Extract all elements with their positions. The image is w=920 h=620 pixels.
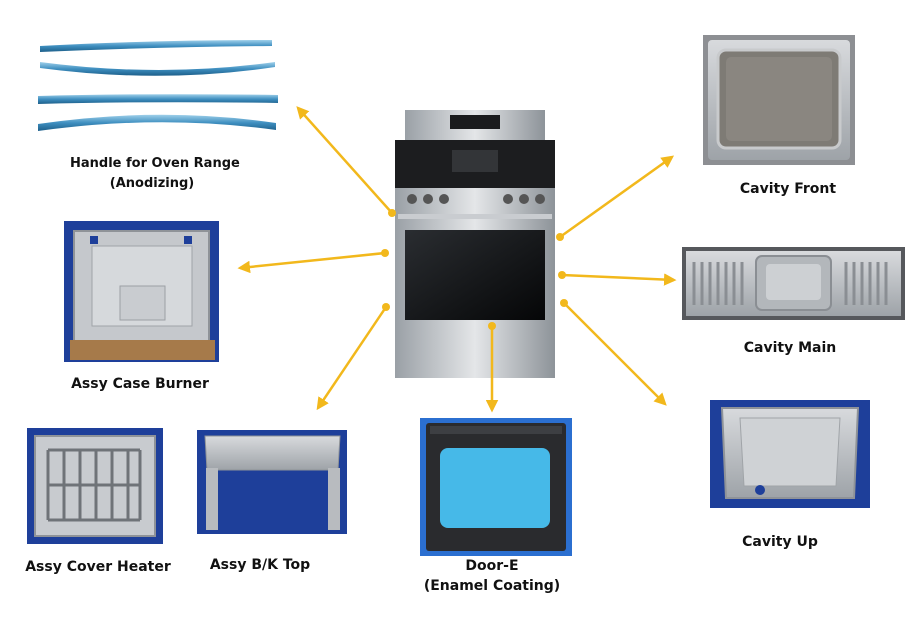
cavity-front-part-image: [703, 35, 855, 165]
door-e-label-line1: Door-E: [465, 558, 519, 574]
arrow-to-handle: [296, 106, 393, 214]
cavity-main-part-image: [682, 247, 905, 320]
assy-cover-heater-label-line1: Assy Cover Heater: [25, 559, 171, 575]
connector-arrows: [237, 106, 677, 413]
gas-oven-range-image: [395, 110, 555, 378]
arrow-to-assy-bk-top: [316, 306, 388, 411]
cavity-up-label: Cavity Up: [730, 532, 830, 552]
door-e-label: Door-E (Enamel Coating): [412, 556, 572, 596]
arrow-to-cavity-front: [559, 155, 675, 239]
assy-case-burner-part-image: [64, 221, 219, 362]
assy-case-burner-label: Assy Case Burner: [60, 374, 220, 394]
arrow-to-cavity-main: [561, 273, 677, 286]
handle-label-line2: (Anodizing): [109, 176, 195, 191]
assy-bk-top-label: Assy B/K Top: [200, 555, 320, 575]
handle-label-line1: Handle for Oven Range: [70, 156, 240, 171]
handle-label: Handle for Oven Range (Anodizing): [70, 154, 240, 194]
assy-cover-heater-part-image: [27, 428, 163, 544]
arrow-origin-dots: [381, 209, 568, 330]
assy-bk-top-label-line1: Assy B/K Top: [209, 557, 311, 573]
cavity-front-label: Cavity Front: [728, 179, 848, 199]
cavity-main-label: Cavity Main: [730, 338, 850, 358]
cavity-up-part-image: [710, 400, 870, 508]
door-e-label-line2: (Enamel Coating): [423, 578, 561, 594]
door-e-part-image: [420, 418, 572, 556]
cavity-front-label-line1: Cavity Front: [739, 181, 837, 197]
cavity-main-label-line1: Cavity Main: [743, 340, 837, 356]
assy-bk-top-part-image: [197, 430, 347, 534]
cavity-up-label-line1: Cavity Up: [742, 534, 818, 550]
arrow-to-cavity-up: [563, 302, 667, 406]
assy-case-burner-label-line1: Assy Case Burner: [71, 376, 209, 392]
handle-part-image: [38, 40, 278, 131]
arrow-to-assy-case-burner: [237, 251, 386, 274]
assy-cover-heater-label: Assy Cover Heater: [18, 557, 178, 577]
